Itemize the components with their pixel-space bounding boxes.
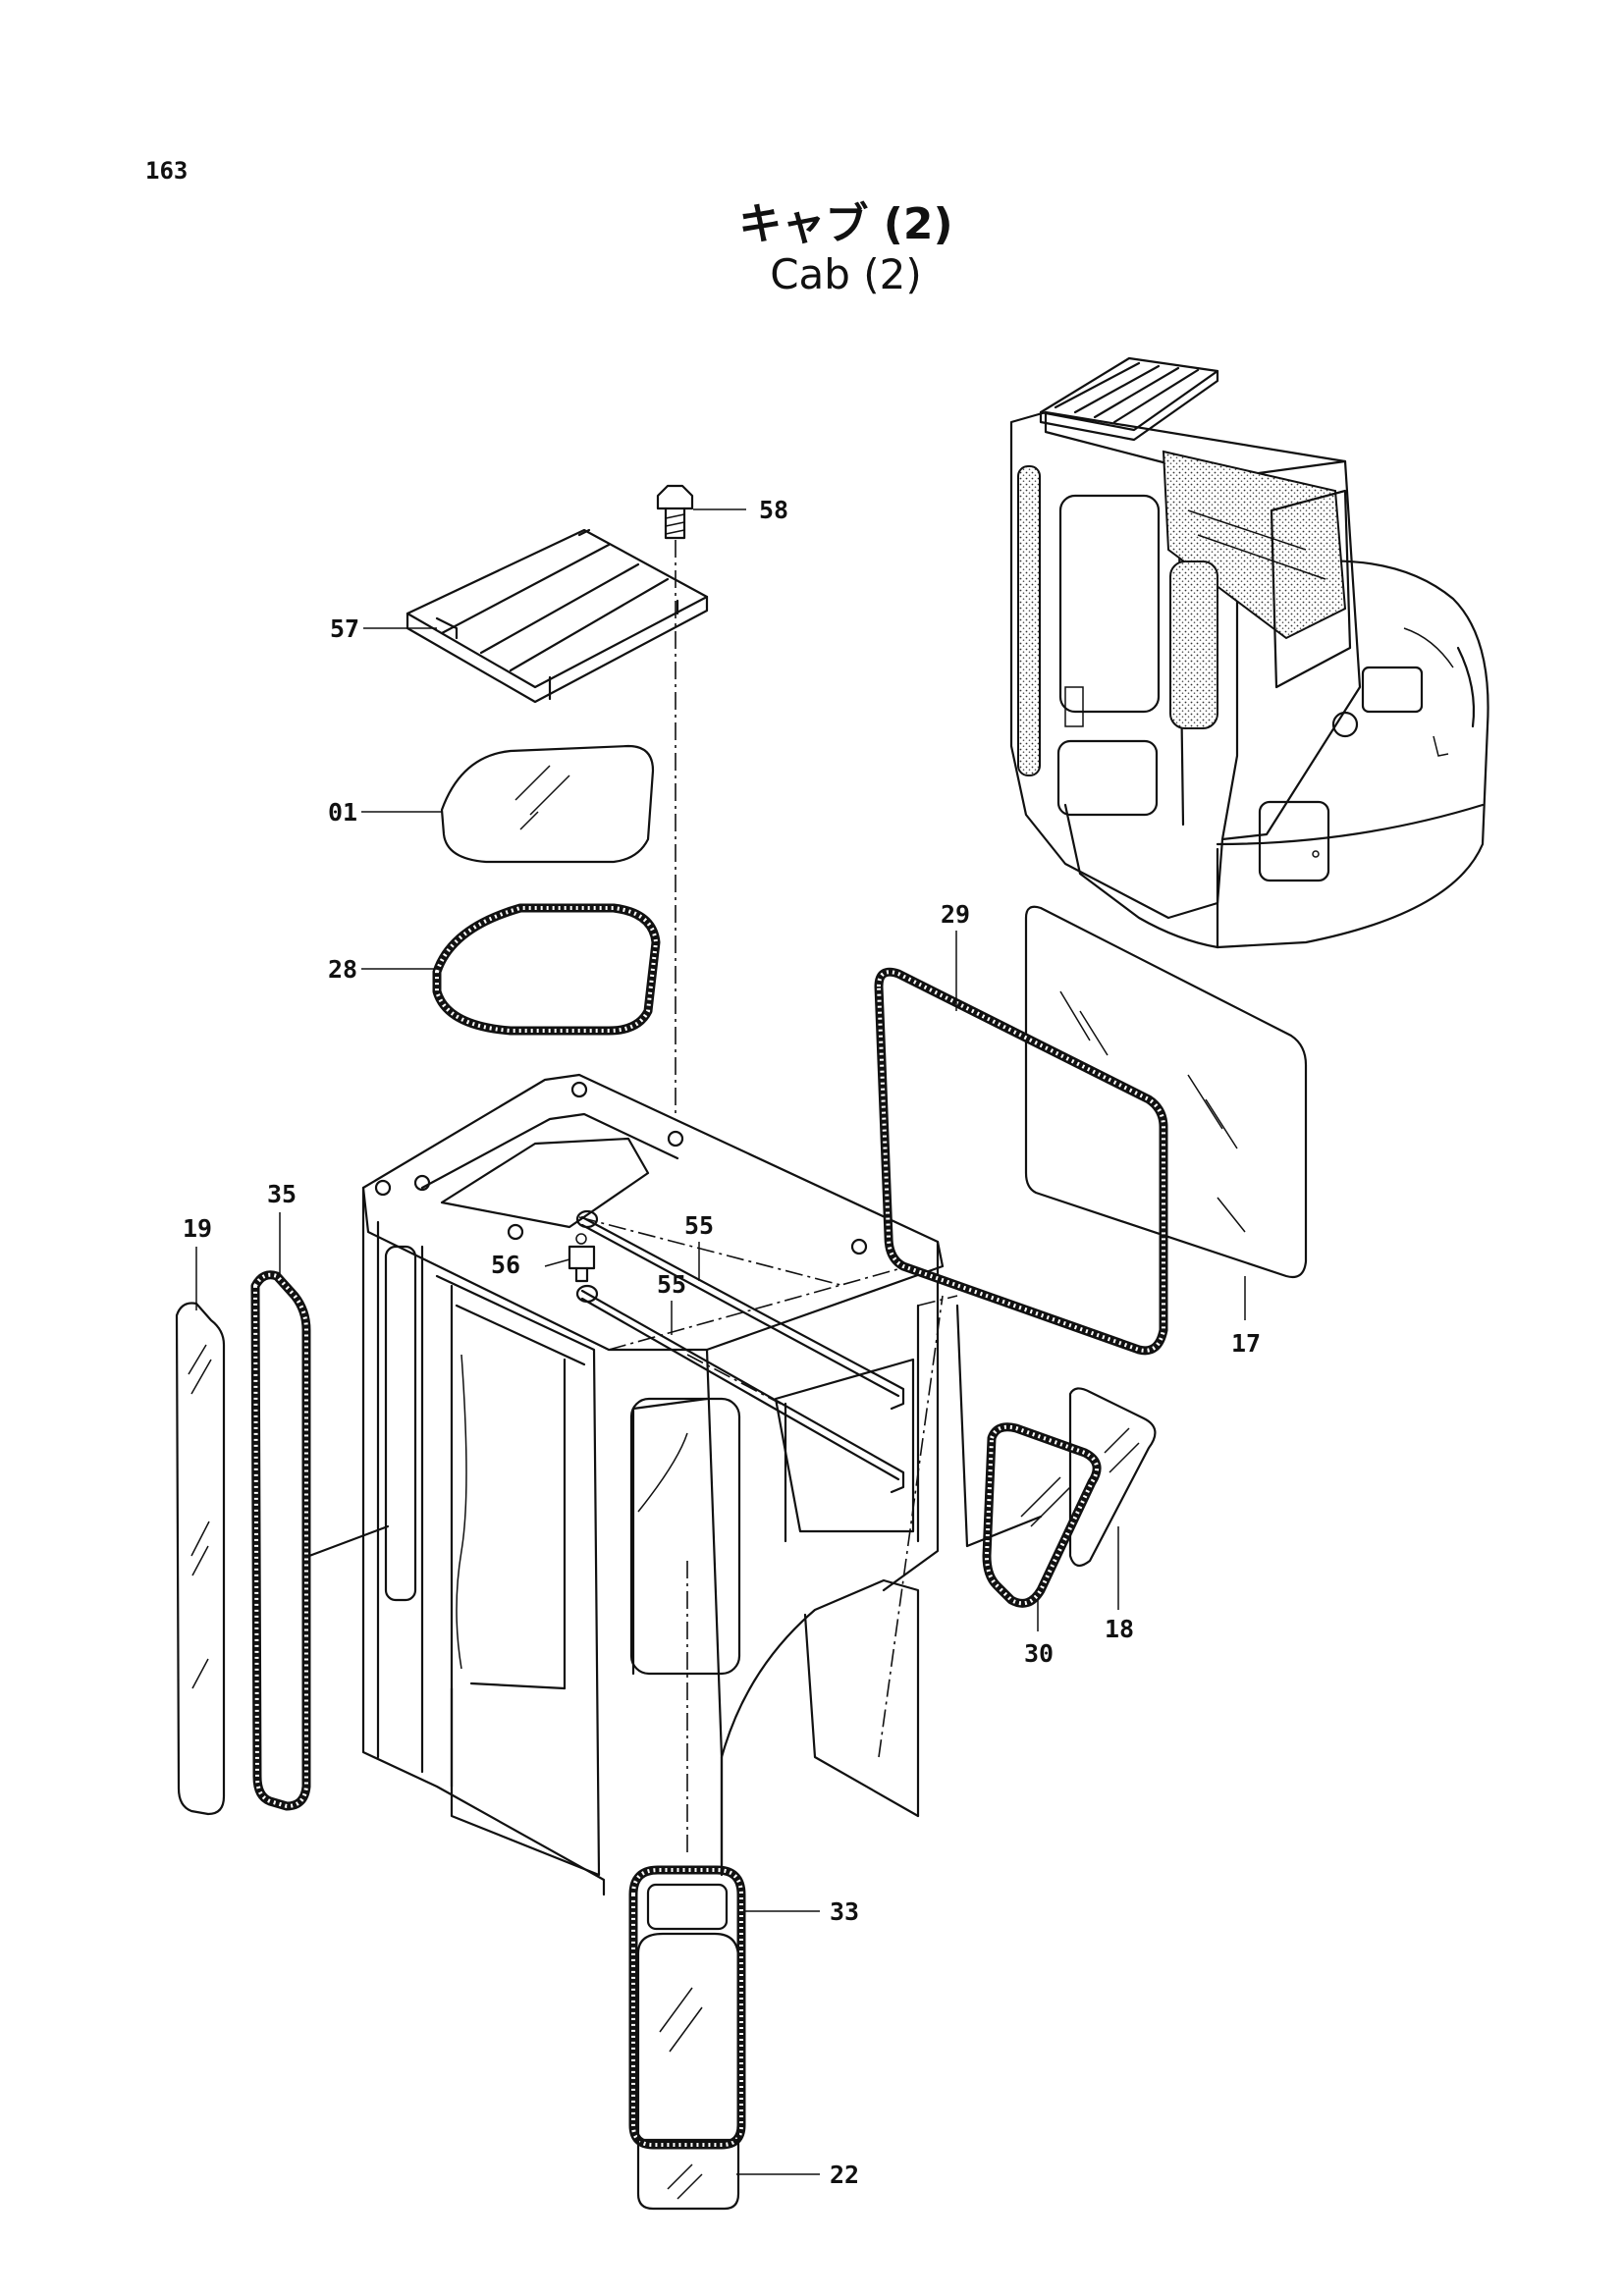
callout-28: 28 — [328, 955, 357, 984]
page-number: 163 — [145, 157, 189, 185]
callout-56: 56 — [491, 1251, 520, 1279]
bolt-58 — [656, 484, 694, 1114]
title-japanese: キャブ (2) — [738, 199, 953, 249]
fuel-cap-icon — [1331, 711, 1359, 738]
callout-18: 18 — [1105, 1615, 1134, 1643]
callout-17: 17 — [1231, 1329, 1261, 1358]
roof-guard-57 — [406, 528, 709, 704]
side-glass-19 — [175, 1302, 226, 1816]
roof-seal-28 — [432, 903, 661, 1036]
rear-glass-22 — [636, 1932, 740, 2211]
cab-frame — [361, 1073, 958, 1896]
callout-35: 35 — [267, 1180, 297, 1208]
grab-bars-55 — [575, 1209, 905, 1494]
callout-22: 22 — [830, 2161, 859, 2189]
door-seal-29 — [874, 967, 1168, 1356]
inset-roof-rack — [1039, 356, 1219, 442]
callout-19: 19 — [183, 1214, 212, 1243]
callout-labels: 58 57 01 28 29 17 19 35 56 55 55 18 30 3… — [183, 496, 1261, 2189]
callout-30: 30 — [1024, 1639, 1054, 1668]
callout-55-upper: 55 — [684, 1211, 714, 1240]
leader-lines — [195, 508, 1246, 2175]
callout-33: 33 — [830, 1897, 859, 1926]
callout-58: 58 — [759, 496, 788, 524]
title-english: Cab (2) — [770, 250, 922, 298]
door-glass-17 — [1024, 905, 1308, 1279]
callout-57: 57 — [330, 614, 359, 643]
callout-55-lower: 55 — [657, 1270, 686, 1299]
rear-seal-33 — [628, 1865, 746, 2150]
corner-glass-18 — [1068, 1387, 1157, 1568]
assembled-cab-inset — [1009, 356, 1489, 949]
side-panel-door — [1258, 800, 1330, 882]
bolt-56 — [568, 1233, 596, 1283]
corner-seal-30 — [955, 1304, 1102, 1608]
cab-door-window — [1058, 494, 1161, 714]
callout-01: 01 — [328, 798, 357, 827]
callout-29: 29 — [941, 900, 970, 929]
counterweight-block — [1361, 666, 1424, 714]
roof-glass-01 — [440, 744, 655, 864]
side-seal-35 — [250, 1270, 390, 1811]
